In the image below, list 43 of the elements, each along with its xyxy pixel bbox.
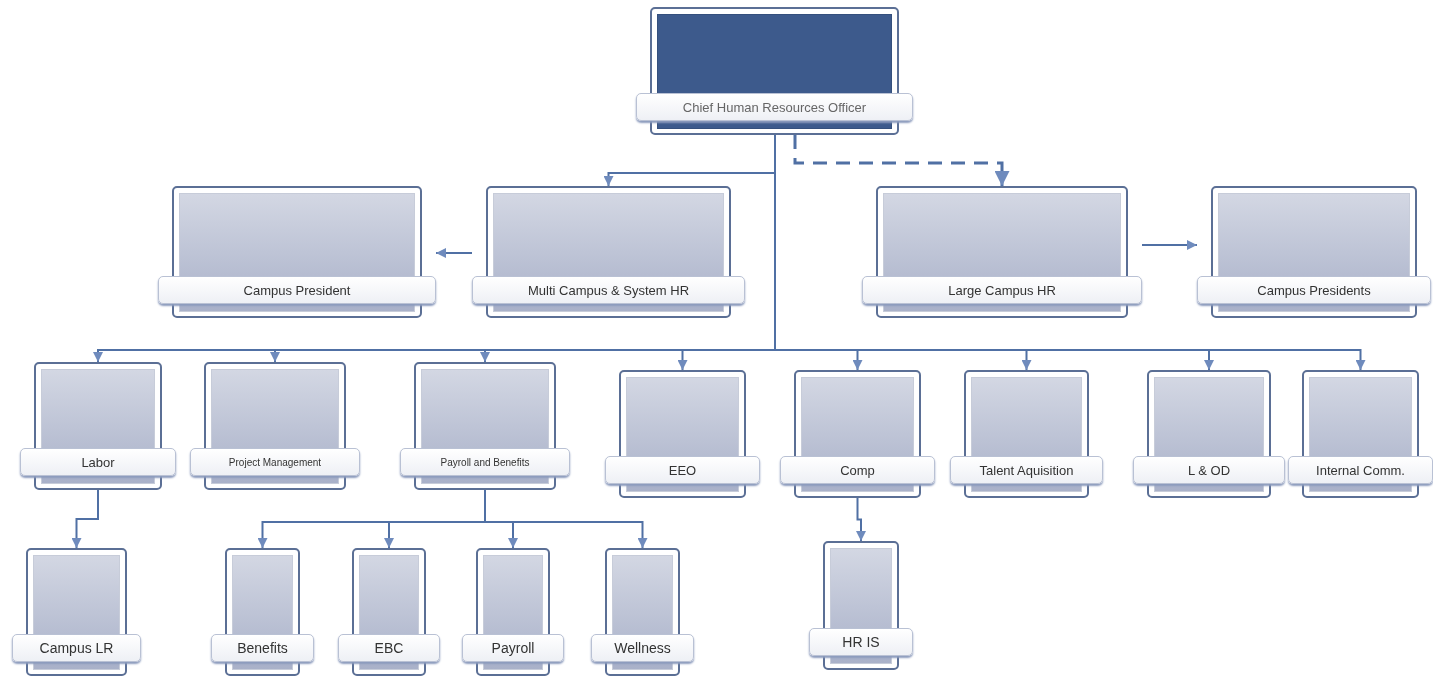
org-chart-box bbox=[472, 186, 745, 318]
org-chart-box bbox=[158, 186, 436, 318]
title-label: Labor bbox=[20, 448, 176, 476]
title-label: Comp bbox=[780, 456, 935, 484]
title-label: Payroll bbox=[462, 634, 564, 662]
title-label: Wellness bbox=[591, 634, 694, 662]
org-chart-box bbox=[780, 370, 935, 498]
title-label: Project Management bbox=[190, 448, 360, 476]
title-label: Campus LR bbox=[12, 634, 141, 662]
title-label: Internal Comm. bbox=[1288, 456, 1433, 484]
title-label: Multi Campus & System HR bbox=[472, 276, 745, 304]
arrow bbox=[856, 497, 866, 542]
org-chart-box bbox=[862, 186, 1142, 318]
org-chart-box bbox=[950, 370, 1103, 498]
org-chart-box bbox=[12, 548, 141, 676]
title-label: Campus President bbox=[158, 276, 436, 304]
org-chart-box bbox=[605, 370, 760, 498]
org-chart-box bbox=[20, 362, 176, 490]
title-label: Payroll and Benefits bbox=[400, 448, 570, 476]
org-chart-box bbox=[1133, 370, 1285, 498]
title-label: Benefits bbox=[211, 634, 314, 662]
title-label: HR IS bbox=[809, 628, 913, 656]
arrow bbox=[435, 248, 473, 258]
arrow bbox=[71, 489, 99, 549]
title-label: EBC bbox=[338, 634, 440, 662]
title-label: L & OD bbox=[1133, 456, 1285, 484]
arrow bbox=[1141, 240, 1198, 250]
org-chart-box bbox=[636, 7, 913, 135]
org-chart-box bbox=[1197, 186, 1431, 318]
org-chart-box bbox=[190, 362, 360, 490]
dashed-arrow bbox=[793, 135, 1010, 186]
org-chart-box bbox=[809, 541, 913, 670]
title-label: Campus Presidents bbox=[1197, 276, 1431, 304]
org-chart-box bbox=[1288, 370, 1433, 498]
title-label: Large Campus HR bbox=[862, 276, 1142, 304]
org-chart-box bbox=[462, 548, 564, 676]
title-label: Talent Aquisition bbox=[950, 456, 1103, 484]
org-chart-box bbox=[591, 548, 694, 676]
org-chart-box bbox=[400, 362, 570, 490]
org-chart-box bbox=[211, 548, 314, 676]
org-chart-box bbox=[338, 548, 440, 676]
title-label: EEO bbox=[605, 456, 760, 484]
title-label: Chief Human Resources Officer bbox=[636, 93, 913, 121]
